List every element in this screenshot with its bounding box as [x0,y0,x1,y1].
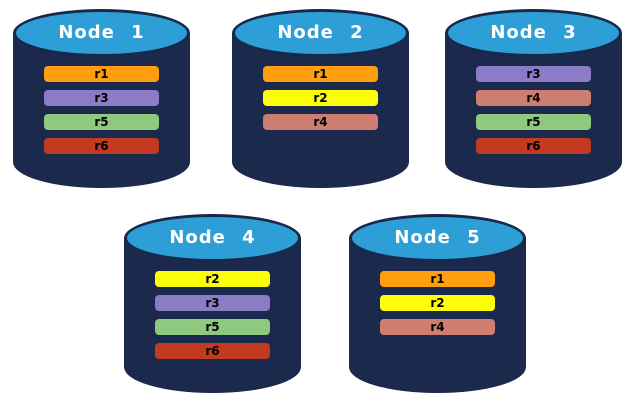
resource-bar-r4: r4 [263,114,378,130]
node-cylinder-2: Node 2 r1 r2 r4 [232,9,409,188]
resource-bar-r2: r2 [263,90,378,106]
node-cylinder-5: Node 5 r1 r2 r4 [349,214,526,393]
cylinder-top: Node 3 [445,9,622,57]
resource-bar-r3: r3 [155,295,270,311]
resource-bar-r1: r1 [380,271,495,287]
resource-bar-r5: r5 [44,114,159,130]
node-label: Node 3 [490,21,577,43]
node-cylinder-1: Node 1 r1 r3 r5 r6 [13,9,190,188]
cylinder-body [349,238,526,393]
cylinder-body [124,238,301,393]
resource-bar-r1: r1 [44,66,159,82]
cylinder-top: Node 2 [232,9,409,57]
node-label: Node 5 [394,226,481,248]
resource-list: r1 r2 r4 [349,271,526,335]
resource-bar-r3: r3 [44,90,159,106]
cylinder-body [232,33,409,188]
resource-list: r1 r2 r4 [232,66,409,130]
resource-bar-r6: r6 [155,343,270,359]
cylinder-top: Node 5 [349,214,526,262]
node-label: Node 2 [277,21,364,43]
cylinder-body [445,33,622,188]
cylinder-top: Node 4 [124,214,301,262]
node-cylinder-4: Node 4 r2 r3 r5 r6 [124,214,301,393]
resource-bar-r4: r4 [380,319,495,335]
node-cylinder-3: Node 3 r3 r4 r5 r6 [445,9,622,188]
resource-bar-r2: r2 [155,271,270,287]
cylinder-top: Node 1 [13,9,190,57]
resource-bar-r3: r3 [476,66,591,82]
node-label: Node 1 [58,21,145,43]
resource-list: r3 r4 r5 r6 [445,66,622,154]
resource-bar-r2: r2 [380,295,495,311]
resource-bar-r5: r5 [476,114,591,130]
cylinder-body [13,33,190,188]
node-label: Node 4 [169,226,256,248]
resource-bar-r1: r1 [263,66,378,82]
resource-bar-r6: r6 [44,138,159,154]
resource-list: r1 r3 r5 r6 [13,66,190,154]
resource-bar-r6: r6 [476,138,591,154]
resource-bar-r4: r4 [476,90,591,106]
resource-list: r2 r3 r5 r6 [124,271,301,359]
resource-bar-r5: r5 [155,319,270,335]
